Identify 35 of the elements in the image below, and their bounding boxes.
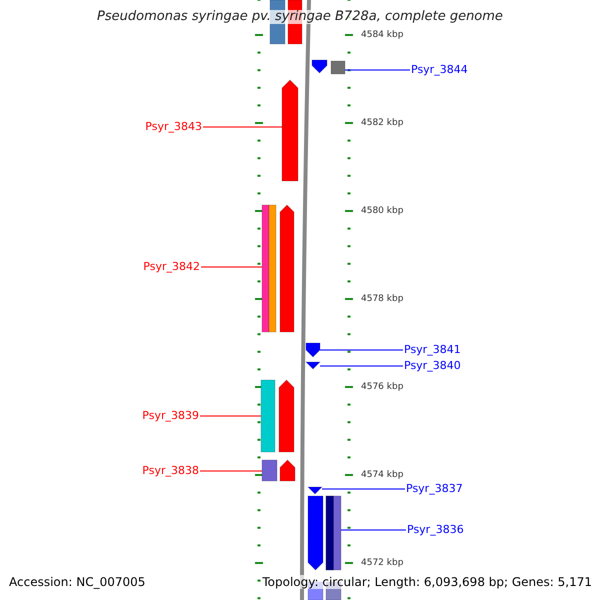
- leader-line: [202, 126, 282, 128]
- gene-bar: [326, 496, 341, 570]
- scale-label: 4580 kbp: [361, 205, 404, 218]
- gene-marker: [306, 362, 320, 369]
- gene-label: Psyr_3841: [404, 343, 461, 357]
- gene-label: Psyr_3843: [145, 120, 202, 134]
- gene-bar: [261, 380, 275, 452]
- gene-label: Psyr_3842: [143, 260, 200, 274]
- gene-bar: [262, 460, 277, 481]
- gene-bar: [262, 205, 269, 332]
- gene-label: Psyr_3838: [142, 464, 199, 478]
- leader-line: [322, 488, 406, 490]
- gene-label: Psyr_3836: [407, 523, 464, 537]
- scale-label: 4576 kbp: [361, 381, 404, 394]
- scale-label: 4574 kbp: [361, 469, 404, 482]
- gene-block: [306, 343, 320, 357]
- gene-block: [280, 205, 294, 332]
- genome-info-text: Topology: circular; Length: 6,093,698 bp; Genes: 5,171: [262, 575, 592, 589]
- scale-label: 4578 kbp: [361, 293, 404, 306]
- gene-label: Psyr_3844: [411, 63, 468, 77]
- gene-bar: [269, 205, 276, 332]
- gene-block: [312, 60, 327, 73]
- accession-text: Accession: NC_007005: [9, 575, 146, 589]
- gene-label: Psyr_3840: [404, 359, 461, 373]
- gene-block: [279, 380, 294, 452]
- scale-label: 4582 kbp: [361, 117, 404, 130]
- gene-block: [282, 80, 298, 181]
- gene-label: Psyr_3839: [142, 409, 199, 423]
- scale-label: 4584 kbp: [361, 29, 404, 42]
- leader-line: [200, 470, 262, 472]
- scale-label: 4572 kbp: [361, 557, 404, 570]
- gene-block: [280, 460, 295, 481]
- leader-line: [200, 266, 262, 268]
- gene-box: [331, 61, 345, 74]
- gene-label: Psyr_3837: [406, 482, 463, 496]
